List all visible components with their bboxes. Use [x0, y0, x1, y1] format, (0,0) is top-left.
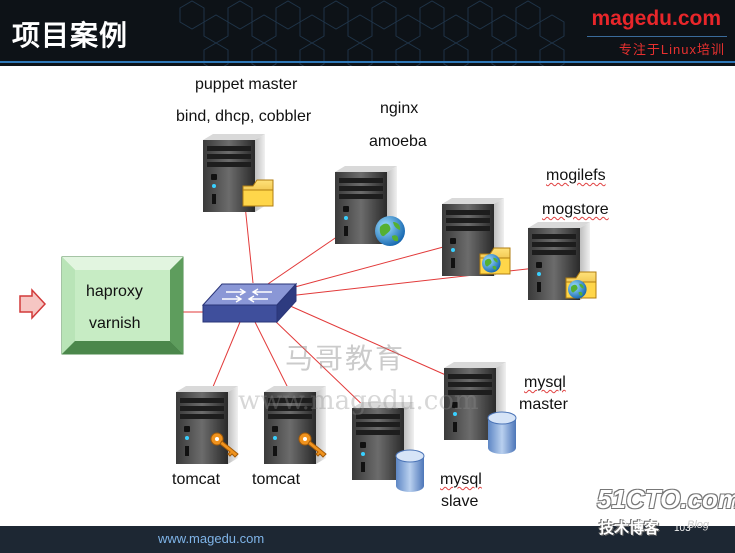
slogan-frame: [587, 36, 727, 61]
label-tomcat-2: tomcat: [252, 471, 301, 488]
server-icon-tomcat-1: [176, 386, 239, 464]
label-mysql-slave-2: slave: [441, 493, 479, 510]
site-badge-sub: 技术博客: [599, 520, 660, 537]
label-puppet-master: puppet master: [195, 76, 298, 93]
label-mysql-slave-1: mysql: [440, 471, 482, 488]
brand-logo: magedu.com: [591, 7, 721, 30]
link-switch-tomcat1: [209, 321, 241, 395]
label-bind-dhcp-cobbler: bind, dhcp, cobbler: [176, 108, 312, 125]
server-icon-puppet: [203, 134, 274, 212]
site-badge: 51CTO.com: [597, 484, 735, 514]
arrow-right-icon: [19, 288, 47, 320]
link-switch-mysql-master: [287, 304, 458, 381]
link-switch-mogile1: [279, 245, 448, 292]
slide-footer: www.magedu.com: [0, 526, 735, 553]
label-mysql-master-2: master: [519, 396, 568, 413]
footer-url: www.magedu.com: [158, 531, 265, 546]
diagram-canvas: puppet master bind, dhcp, cobbler nginx …: [0, 66, 735, 526]
brand-slogan: 专注于Linux培训: [618, 42, 725, 57]
page-number: 103: [674, 523, 691, 534]
globe-icon: [482, 254, 501, 273]
switch-icon: [201, 282, 298, 324]
label-varnish: varnish: [89, 315, 141, 332]
watermark-cn: 马哥教育: [285, 342, 406, 375]
hexagon-pattern: [0, 0, 735, 66]
link-switch-puppet: [244, 204, 254, 284]
server-icon-mogile-1: [442, 198, 511, 276]
label-mogilefs: mogilefs: [546, 167, 606, 184]
label-amoeba: amoeba: [369, 133, 427, 150]
label-mysql-master-1: mysql: [524, 374, 566, 391]
link-switch-tomcat2: [254, 321, 291, 393]
link-switch-mysql-slave: [271, 317, 371, 413]
server-icon-mogile-2: [528, 222, 597, 300]
globe-icon: [375, 216, 405, 246]
link-switch-nginx: [261, 231, 345, 289]
site-badge-blog: Blog: [687, 519, 710, 531]
topology-diagram: [19, 134, 597, 493]
label-tomcat-1: tomcat: [172, 471, 221, 488]
label-haproxy: haproxy: [86, 283, 143, 300]
server-icon-nginx: [335, 166, 405, 246]
load-balancer-box: [61, 256, 184, 355]
label-nginx: nginx: [380, 100, 419, 117]
database-icon: [395, 449, 425, 493]
watermark-url: www.magedu.com: [238, 386, 479, 416]
database-icon: [487, 411, 517, 455]
globe-icon: [568, 280, 587, 299]
label-mogstore: mogstore: [542, 201, 609, 218]
slide-header: 项目案例 magedu.com 专注于Linux培训: [0, 0, 735, 66]
slide-title: 项目案例: [12, 19, 129, 52]
